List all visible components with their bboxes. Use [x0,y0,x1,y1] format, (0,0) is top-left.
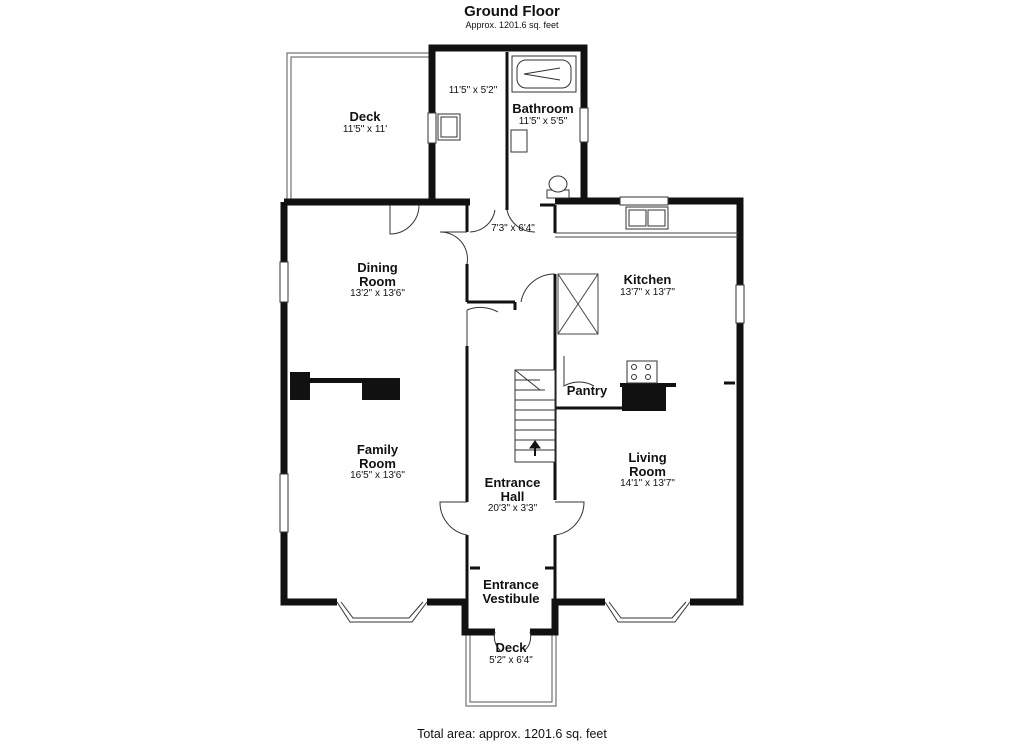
room-name: Dining Room [357,260,398,289]
room-label-family: Family Room 16'5" x 13'6" [320,443,435,482]
deck-top-outline [286,52,432,200]
room-dims: 13'2" x 13'6" [350,288,405,300]
kitchen-counter [555,232,738,238]
room-label-vestibule: Entrance Vestibule [470,578,552,605]
room-label-living: Living Room 14'1" x 13'7" [590,451,705,490]
room-label-deck-top: Deck 11'5" x 11' [300,110,430,135]
deck-bottom-outline [465,632,557,707]
room-dims: 20'3" x 3'3" [487,503,538,515]
floor-area-subtitle: Approx. 1201.6 sq. feet [465,20,559,30]
fireplace-blocks [290,372,676,411]
interior-walls [465,52,735,602]
room-dims: 5'2" x 6'4" [489,654,533,666]
stair-arrow-icon [529,440,541,456]
windows [279,107,745,623]
toilet [546,175,570,199]
room-name: Deck [349,109,381,124]
room-label-entrance-hall: Entrance Hall 20'3" x 3'3" [470,476,555,515]
room-name: Entrance Vestibule [482,577,540,606]
room-dims: 16'5" x 13'6" [350,470,405,482]
room-dims: 14'1" x 13'7" [620,478,675,490]
sink-fixtures [437,113,669,230]
room-label-deck-bottom: Deck 5'2" x 6'4" [470,641,552,666]
room-label-bathroom: Bathroom 11'5" x 5'5" [508,102,578,127]
room-dims: 11'5" x 5'2" [448,85,498,96]
room-label-hall-small: 7'3" x 6'4" [478,223,548,235]
stove [626,360,658,384]
room-label-kitchen: Kitchen 13'7" x 13'7" [590,273,705,298]
room-name: Pantry [566,383,608,398]
room-label-dining: Dining Room 13'2" x 13'6" [320,261,435,300]
kitchen-cabinet-x [557,273,599,335]
room-dims: 11'5" x 5'5" [518,115,568,127]
room-name: Entrance Hall [484,475,541,504]
room-name: Kitchen [623,272,672,287]
door-swings [389,204,595,651]
total-area: Total area: approx. 1201.6 sq. feet [417,727,607,741]
room-name: Family Room [356,442,399,471]
room-dims: 13'7" x 13'7" [620,286,675,298]
room-dims: 7'3" x 6'4" [491,223,535,234]
room-label-utility: 11'5" x 5'2" [438,85,508,97]
room-name: Living Room [628,450,667,479]
bathtub [511,55,577,93]
room-name: Deck [495,640,527,655]
room-label-pantry: Pantry [560,384,614,398]
room-dims: 11'5" x 11' [342,123,388,135]
room-name: Bathroom [512,101,574,116]
floor-title: Ground Floor [464,3,560,20]
